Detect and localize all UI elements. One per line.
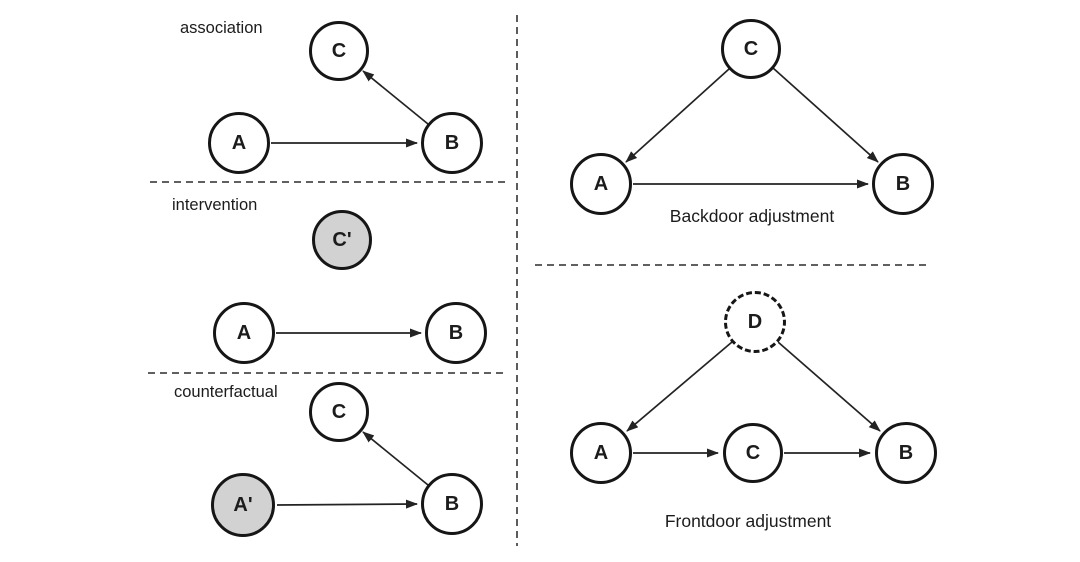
association-title: association: [180, 19, 263, 37]
edge-frontdoor-d-to-a: [626, 341, 733, 432]
edge-counterfactual-aprime-to-b: [276, 499, 418, 509]
node-counterfactual-c: C: [309, 382, 369, 442]
node-intervention-a: A: [213, 302, 275, 364]
edge-frontdoor-d-to-b: [777, 341, 881, 432]
frontdoor-caption: Frontdoor adjustment: [664, 511, 832, 531]
edge-backdoor-c-to-b: [772, 67, 879, 163]
node-backdoor-a: A: [570, 153, 632, 215]
edge-backdoor-c-to-a: [625, 68, 730, 163]
node-frontdoor-c: C: [723, 423, 783, 483]
node-association-c: C: [309, 21, 369, 81]
node-counterfactual-a-prime: A': [211, 473, 275, 537]
node-frontdoor-b: B: [875, 422, 937, 484]
edge-association-b-to-c: [362, 70, 429, 125]
node-frontdoor-a: A: [570, 422, 632, 484]
counterfactual-title: counterfactual: [174, 383, 278, 401]
node-backdoor-c: C: [721, 19, 781, 79]
intervention-title: intervention: [172, 196, 258, 214]
node-counterfactual-b: B: [421, 473, 483, 535]
node-intervention-b: B: [425, 302, 487, 364]
node-intervention-c-prime: C': [312, 210, 372, 270]
node-backdoor-b: B: [872, 153, 934, 215]
node-association-a: A: [208, 112, 270, 174]
backdoor-caption: Backdoor adjustment: [669, 206, 835, 226]
node-frontdoor-d: D: [724, 291, 786, 353]
edge-counterfactual-b-to-c: [362, 431, 429, 486]
node-association-b: B: [421, 112, 483, 174]
